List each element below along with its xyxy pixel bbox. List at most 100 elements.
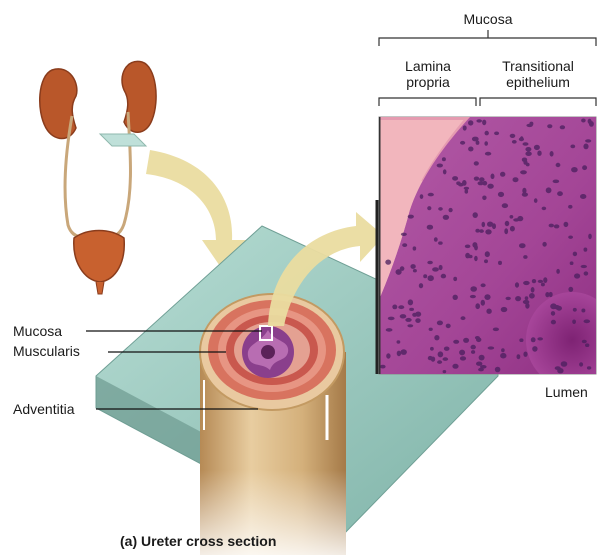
cell-nucleus (396, 269, 402, 275)
cell-nucleus (582, 165, 587, 170)
cell-nucleus (409, 308, 414, 311)
cell-nucleus (557, 191, 563, 196)
cell-nucleus (488, 346, 495, 349)
cell-nucleus (573, 252, 577, 257)
cell-nucleus (464, 187, 469, 190)
cell-nucleus (580, 194, 586, 199)
cell-nucleus (476, 362, 482, 366)
cell-nucleus (484, 259, 488, 263)
cell-nucleus (482, 120, 486, 126)
cell-nucleus (474, 161, 479, 165)
cell-nucleus (493, 328, 499, 332)
cell-nucleus (542, 207, 547, 211)
cut-plane-marker (100, 134, 146, 146)
cell-nucleus (484, 294, 490, 300)
lamina-propria-label-line2: propria (393, 74, 463, 90)
cell-nucleus (482, 222, 486, 227)
cell-nucleus (420, 194, 424, 199)
cell-nucleus (453, 295, 458, 300)
cell-nucleus (427, 261, 433, 265)
cell-nucleus (438, 241, 443, 244)
cell-nucleus (523, 255, 527, 259)
cell-nucleus (434, 335, 439, 340)
cell-nucleus (551, 320, 556, 325)
cell-nucleus (584, 248, 588, 252)
cell-nucleus (392, 305, 397, 310)
cell-nucleus (427, 225, 433, 230)
cell-nucleus (438, 207, 443, 211)
cell-nucleus (437, 321, 443, 326)
cell-nucleus (476, 119, 482, 122)
cell-nucleus (541, 283, 545, 287)
cell-nucleus (582, 340, 587, 343)
cell-nucleus (568, 205, 572, 209)
cell-nucleus (573, 308, 577, 312)
cell-nucleus (515, 282, 519, 287)
cell-nucleus (459, 350, 465, 356)
cell-nucleus (401, 349, 407, 355)
cell-nucleus (484, 141, 488, 146)
cell-nucleus (585, 343, 589, 347)
cell-nucleus (510, 226, 515, 232)
cell-nucleus (568, 236, 573, 239)
cell-nucleus (385, 260, 391, 265)
cell-nucleus (498, 261, 502, 265)
cell-nucleus (479, 229, 484, 233)
cell-nucleus (525, 296, 529, 300)
cell-nucleus (419, 283, 423, 288)
cell-nucleus (408, 215, 414, 219)
cell-nucleus (443, 215, 449, 220)
cell-nucleus (513, 218, 519, 221)
cell-nucleus (407, 324, 413, 327)
cell-nucleus (461, 316, 466, 320)
cell-nucleus (482, 196, 486, 201)
cell-nucleus (471, 345, 476, 350)
cell-nucleus (423, 274, 427, 278)
cell-nucleus (588, 234, 592, 240)
cell-nucleus (400, 314, 407, 318)
mucosa-top-label: Mucosa (446, 11, 530, 27)
cell-nucleus (460, 356, 466, 360)
cell-nucleus (434, 237, 438, 242)
cell-nucleus (397, 340, 401, 343)
cell-nucleus (549, 292, 553, 297)
cell-nucleus (408, 299, 413, 305)
cell-nucleus (498, 192, 504, 197)
mucosa-bracket (379, 38, 596, 46)
cell-nucleus (523, 142, 529, 146)
cell-nucleus (581, 309, 585, 313)
cell-nucleus (485, 251, 490, 257)
cell-nucleus (443, 169, 447, 174)
cell-nucleus (437, 360, 442, 364)
cell-nucleus (519, 243, 526, 248)
transitional-bracket (480, 98, 596, 106)
cell-nucleus (585, 139, 591, 142)
cell-nucleus (500, 172, 505, 177)
cell-nucleus (470, 295, 476, 298)
cell-nucleus (471, 350, 475, 354)
cell-nucleus (523, 352, 527, 357)
cell-nucleus (538, 280, 543, 283)
cell-nucleus (554, 224, 560, 228)
micrograph (377, 117, 598, 388)
cell-nucleus (479, 177, 485, 181)
cell-nucleus (468, 120, 473, 125)
cell-nucleus (470, 286, 477, 292)
lamina-propria-label-line1: Lamina (393, 58, 463, 74)
cell-nucleus (550, 303, 557, 309)
cell-nucleus (443, 370, 447, 373)
cell-nucleus (525, 151, 531, 156)
cell-nucleus (531, 337, 536, 342)
cell-nucleus (500, 353, 506, 359)
cell-nucleus (487, 222, 493, 227)
cell-nucleus (458, 183, 464, 187)
cell-nucleus (510, 215, 514, 219)
cell-nucleus (537, 151, 541, 156)
cell-nucleus (572, 320, 576, 325)
transitional-epithelium-label-line2: epithelium (480, 74, 596, 90)
cell-nucleus (485, 229, 491, 234)
cell-nucleus (463, 338, 469, 343)
cell-nucleus (513, 177, 519, 182)
muscularis-label: Muscularis (13, 343, 80, 359)
cell-nucleus (512, 140, 517, 144)
